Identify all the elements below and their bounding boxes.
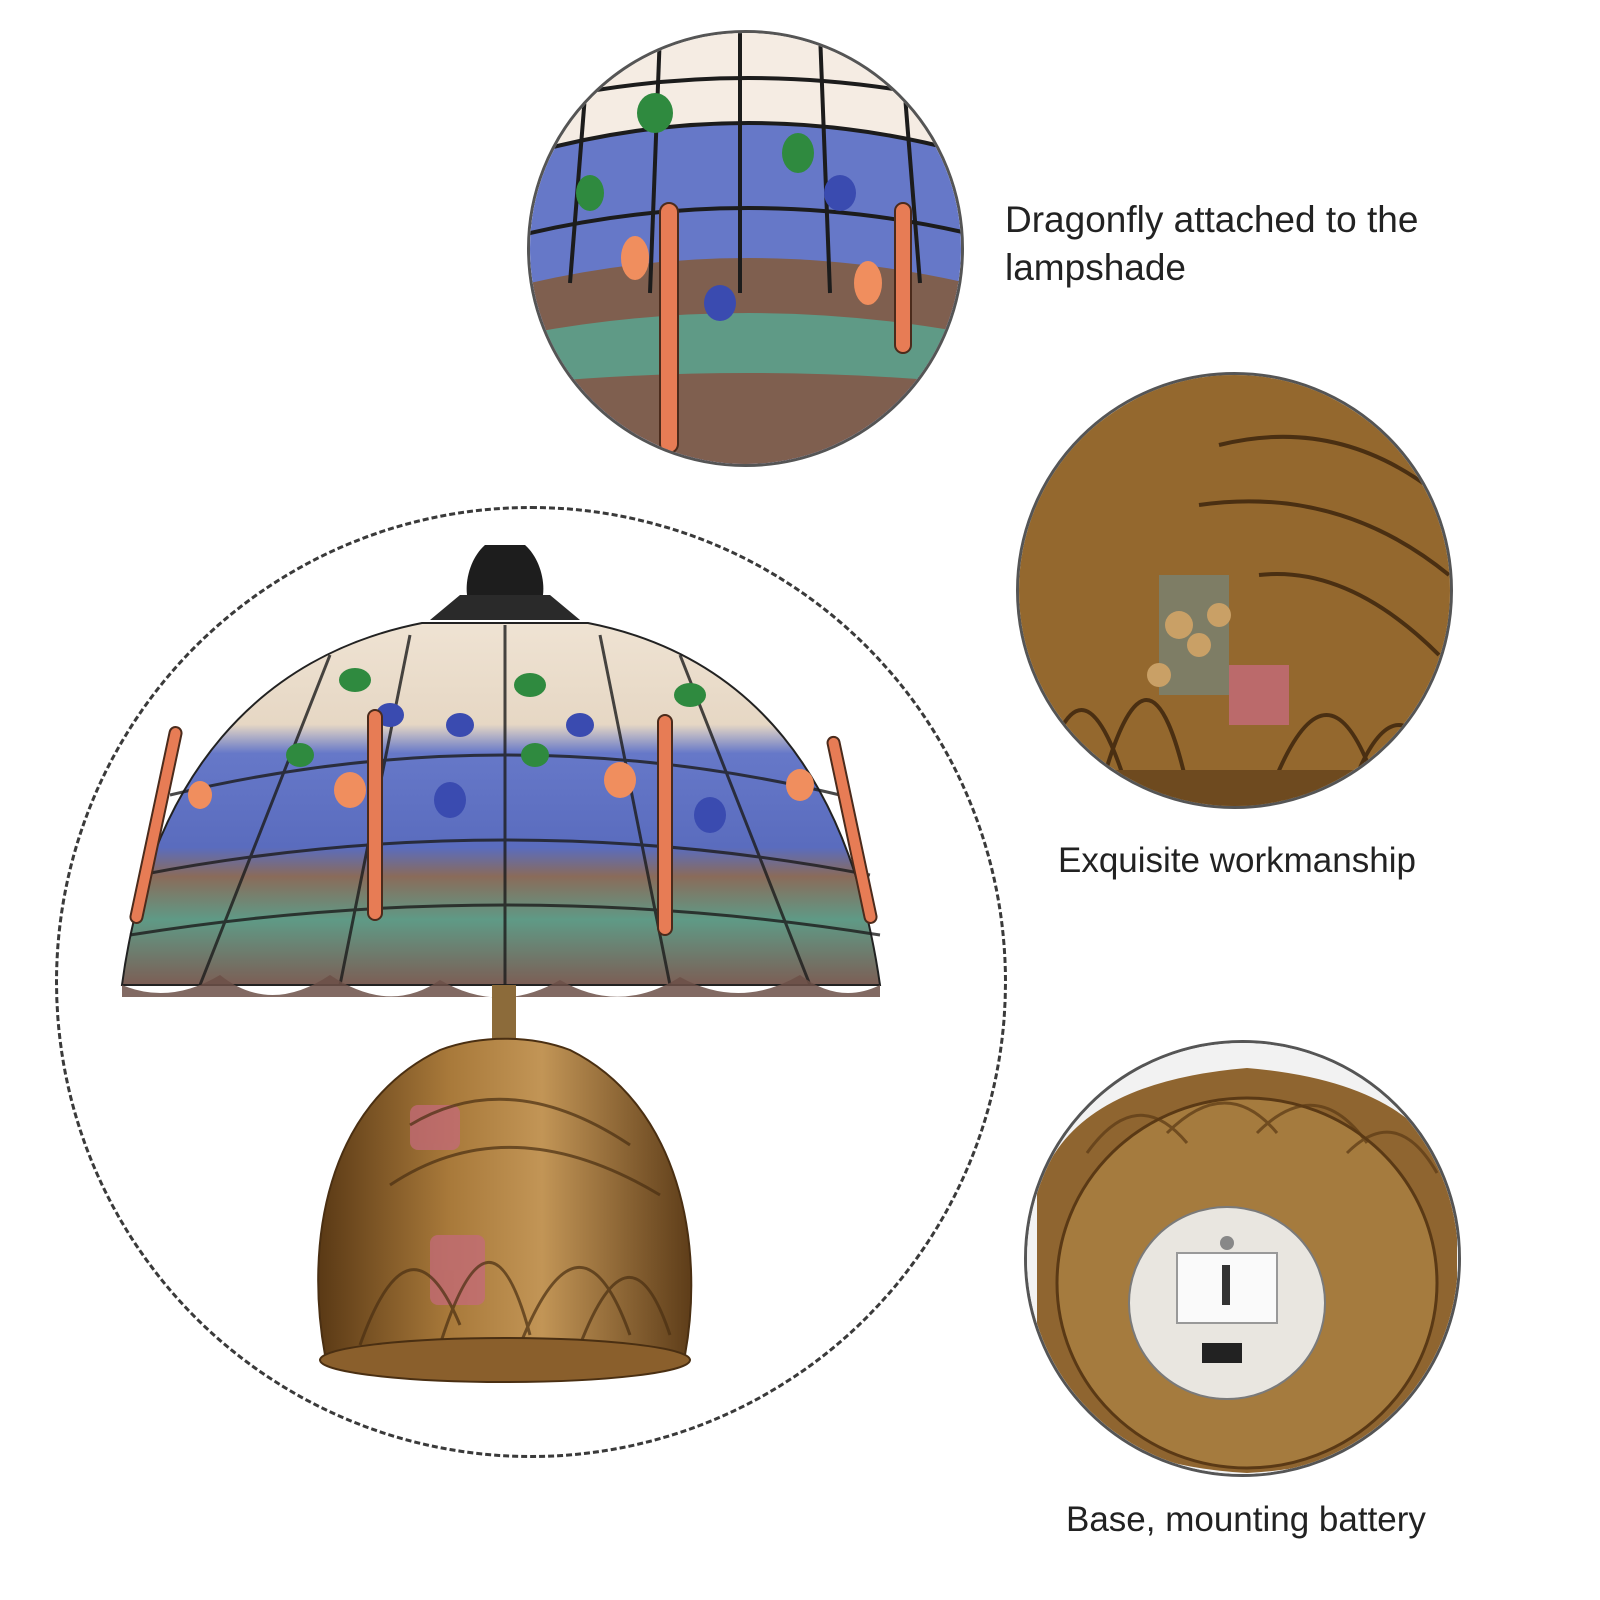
dragonfly-table-lamp-image (110, 545, 910, 1425)
workmanship-closeup-image (1016, 372, 1453, 809)
base-detail-caption: Base, mounting battery (1066, 1500, 1426, 1539)
main-product-dashed-ring (55, 506, 1007, 1458)
workmanship-caption: Exquisite workmanship (1058, 841, 1416, 880)
shade-closeup-image (527, 30, 964, 467)
shade-detail-caption: Dragonfly attached to the lampshade (1005, 199, 1419, 289)
base-battery-closeup-image (1024, 1040, 1461, 1477)
